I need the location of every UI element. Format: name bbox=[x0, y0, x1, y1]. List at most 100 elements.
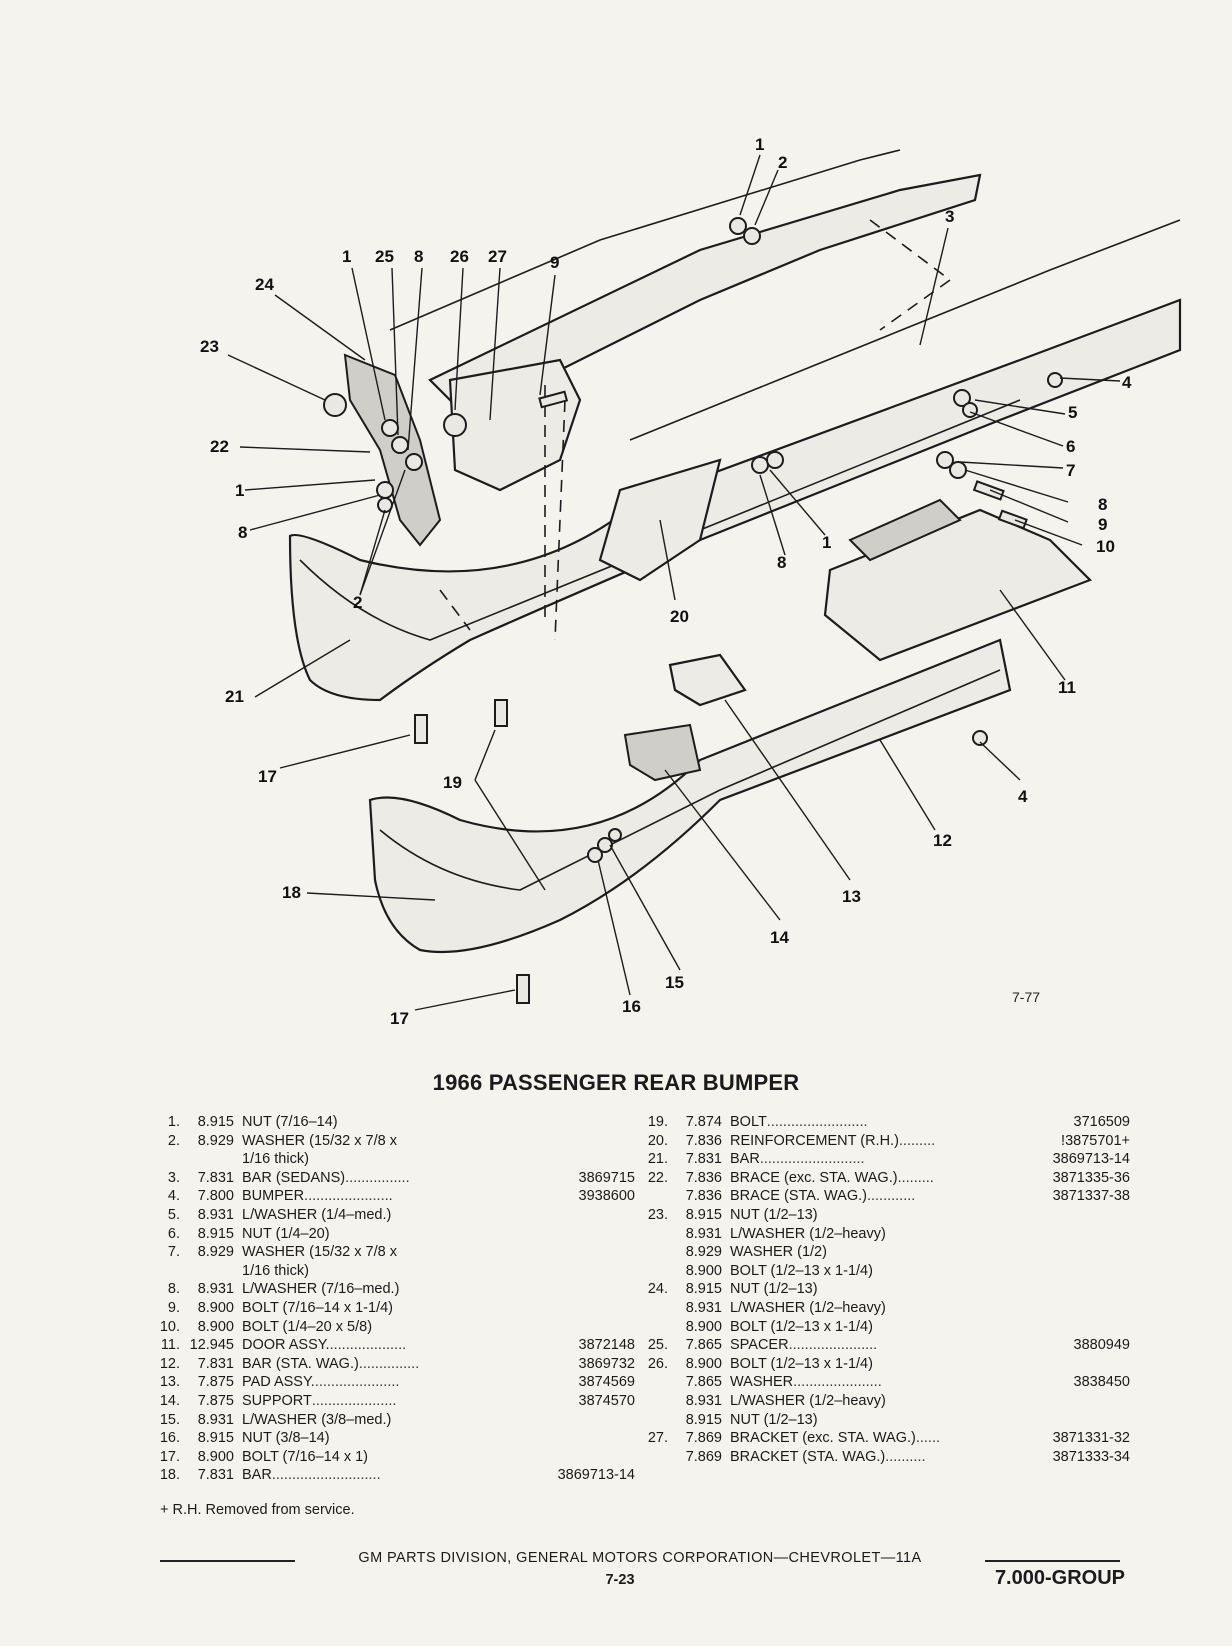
catalog-number: 3872148 bbox=[578, 1337, 635, 1354]
part-description: BOLT (1/2–13 x 1-1/4) bbox=[730, 1262, 873, 1279]
part-description: L/WASHER (1/2–heavy) bbox=[730, 1299, 886, 1316]
assembly-line-d bbox=[439, 589, 471, 631]
part-number bbox=[638, 1392, 668, 1411]
leader-dots: ......................... bbox=[766, 1114, 868, 1130]
leader-dots: ...... bbox=[915, 1430, 941, 1447]
callout-27: 27 bbox=[488, 247, 507, 266]
callout-21: 21 bbox=[225, 687, 244, 706]
part-description: L/WASHER (3/8–med.) bbox=[242, 1411, 392, 1428]
part-description: BAR bbox=[730, 1151, 760, 1168]
group-code: 7.869 bbox=[685, 1448, 722, 1465]
part-number: 6. bbox=[167, 1225, 180, 1242]
washer-hardware bbox=[405, 453, 423, 471]
upper-bar-face-line bbox=[299, 399, 1021, 641]
part-description: NUT (1/4–20) bbox=[242, 1225, 330, 1242]
step-support bbox=[623, 723, 702, 782]
page-title: 1966 PASSENGER REAR BUMPER bbox=[432, 1070, 800, 1095]
group-code: 8.929 bbox=[197, 1244, 234, 1261]
catalog-number bbox=[1126, 1280, 1130, 1299]
part-description: DOOR ASSY. bbox=[242, 1337, 330, 1354]
figure-code: 7-77 bbox=[1012, 989, 1040, 1005]
callout-8b: 8 bbox=[777, 553, 786, 572]
callout-1c: 1 bbox=[822, 533, 831, 552]
group-label: 7.000-GROUP bbox=[994, 1567, 1125, 1589]
part-description: REINFORCEMENT (R.H.) bbox=[730, 1132, 899, 1149]
page-number: 7-23 bbox=[605, 1572, 635, 1588]
catalog-number: 3874570 bbox=[578, 1392, 635, 1409]
callout-12: 12 bbox=[933, 831, 952, 850]
part-description: WASHER (15/32 x 7/8 x bbox=[242, 1244, 397, 1261]
assembly-line-b bbox=[554, 399, 566, 641]
part-number bbox=[638, 1225, 668, 1244]
part-description: PAD ASSY. bbox=[242, 1374, 315, 1391]
part-description: BRACKET (STA. WAG.) bbox=[730, 1448, 886, 1465]
part-number: 12. bbox=[159, 1355, 180, 1372]
catalog-number bbox=[1126, 1225, 1130, 1244]
bolt-hardware bbox=[538, 390, 569, 409]
catalog-number: 3874569 bbox=[578, 1374, 635, 1391]
washer-hardware bbox=[962, 402, 978, 418]
part-description: BUMPER bbox=[242, 1188, 305, 1205]
callout-2b: 2 bbox=[353, 593, 362, 612]
nut-hardware bbox=[443, 413, 467, 437]
part-number: 25. bbox=[647, 1337, 668, 1354]
group-code: 8.915 bbox=[685, 1411, 722, 1428]
bolt-hardware bbox=[972, 480, 1005, 501]
part-number: 7. bbox=[167, 1244, 180, 1261]
callout-23: 23 bbox=[200, 337, 219, 356]
callout-2: 2 bbox=[778, 153, 787, 172]
brace bbox=[343, 353, 442, 547]
callout-4: 4 bbox=[1122, 373, 1132, 392]
part-description: WASHER bbox=[730, 1374, 794, 1391]
group-code: 8.929 bbox=[197, 1132, 234, 1149]
part-number: 22. bbox=[647, 1169, 668, 1186]
part-number bbox=[150, 1262, 180, 1281]
part-description: WASHER (15/32 x 7/8 x bbox=[242, 1132, 397, 1149]
leader-dots: ......... bbox=[897, 1169, 934, 1186]
part-description: L/WASHER (7/16–med.) bbox=[242, 1281, 400, 1298]
part-description: L/WASHER (1/4–med.) bbox=[242, 1206, 392, 1223]
callout-10: 10 bbox=[1096, 537, 1115, 556]
callout-11: 11 bbox=[1058, 678, 1076, 697]
leader-dots: ...................... bbox=[793, 1374, 882, 1391]
callout-7: 7 bbox=[1066, 461, 1075, 480]
group-code: 8.900 bbox=[685, 1318, 722, 1335]
nut-hardware bbox=[1047, 372, 1063, 388]
catalog-number: 3869732 bbox=[578, 1355, 635, 1372]
catalog-number: !3875701+ bbox=[1061, 1132, 1130, 1149]
part-number: 16. bbox=[159, 1430, 180, 1447]
lower-bumper-bar bbox=[368, 638, 1012, 954]
part-number: 11. bbox=[160, 1337, 180, 1354]
part-number: 24. bbox=[647, 1281, 668, 1298]
bar-sedan-top bbox=[629, 219, 1181, 441]
parts-list-row: 7. 8.929 WASHER (15/32 x 7/8 x bbox=[150, 1243, 635, 1262]
catalog-number bbox=[631, 1113, 635, 1132]
catalog-number bbox=[1126, 1206, 1130, 1225]
part-number: 10. bbox=[159, 1318, 180, 1335]
bolt-hardware bbox=[414, 714, 428, 744]
callout-4b: 4 bbox=[1018, 787, 1028, 806]
lower-bar-face-line bbox=[379, 669, 1001, 891]
group-code: 8.915 bbox=[197, 1430, 234, 1447]
group-code: 7.831 bbox=[197, 1467, 234, 1484]
catalog-number bbox=[631, 1299, 635, 1318]
group-code: 7.875 bbox=[197, 1374, 234, 1391]
leader-dots: ................... bbox=[329, 1337, 407, 1354]
part-number bbox=[638, 1299, 668, 1318]
part-number: 19. bbox=[647, 1114, 668, 1130]
part-number: 1. bbox=[167, 1114, 180, 1130]
catalog-number: 3869715 bbox=[578, 1169, 635, 1186]
